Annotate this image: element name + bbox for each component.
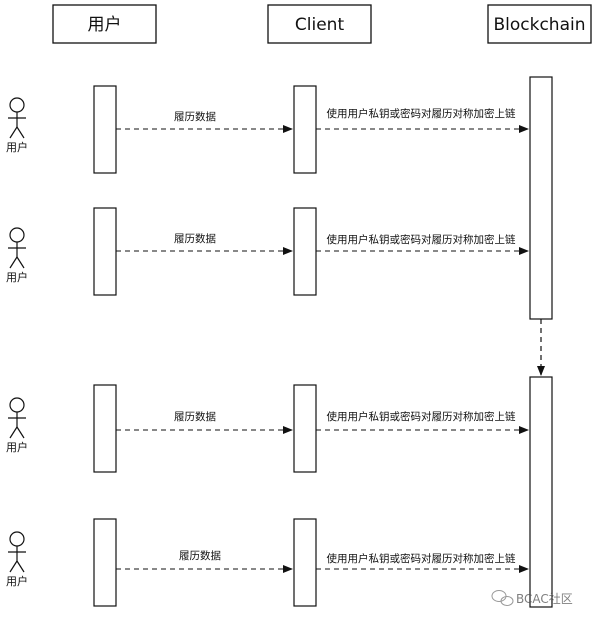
- sequence-row-2: 用户 履历数据 使用用户私钥或密码对履历对称加密上链: [6, 207, 529, 296]
- message-label-client-chain: 使用用户私钥或密码对履历对称加密上链: [327, 552, 516, 565]
- sequence-row-4: 用户 履历数据 使用用户私钥或密码对履历对称加密上链: [6, 518, 529, 607]
- message-label-client-chain: 使用用户私钥或密码对履历对称加密上链: [327, 107, 516, 120]
- actor-label: 用户: [6, 140, 28, 154]
- message-label-user-client: 履历数据: [174, 232, 216, 245]
- user-activation-bar: [93, 518, 117, 607]
- user-activation-bar: [93, 207, 117, 296]
- actor-label: 用户: [6, 440, 28, 454]
- participant-user-label: 用户: [88, 15, 122, 35]
- actor-label: 用户: [6, 270, 28, 284]
- stick-figure-icon: [8, 227, 26, 269]
- client-activation-bar: [293, 518, 317, 607]
- watermark: BCAC社区: [491, 590, 573, 606]
- blockchain-activation-bar-bottom: [529, 376, 553, 608]
- participant-blockchain-label: Blockchain: [493, 15, 585, 35]
- participant-client: Client: [267, 4, 372, 44]
- message-label-user-client: 履历数据: [174, 410, 216, 423]
- watermark-text: BCAC社区: [516, 591, 573, 606]
- user-activation-bar: [93, 384, 117, 473]
- blockchain-activation-bar-top: [529, 76, 553, 320]
- participant-client-label: Client: [295, 15, 345, 35]
- message-label-client-chain: 使用用户私钥或密码对履历对称加密上链: [327, 410, 516, 423]
- sequence-row-3: 用户 履历数据 使用用户私钥或密码对履历对称加密上链: [6, 384, 529, 473]
- user-activation-bar: [93, 85, 117, 174]
- participant-user: 用户: [52, 4, 157, 44]
- actor-label: 用户: [6, 574, 28, 588]
- client-activation-bar: [293, 85, 317, 174]
- participant-blockchain: Blockchain: [487, 4, 592, 44]
- sequence-row-1: 用户 履历数据 使用用户私钥或密码对履历对称加密上链: [6, 85, 529, 174]
- message-label-client-chain: 使用用户私钥或密码对履历对称加密上链: [327, 233, 516, 246]
- message-label-user-client: 履历数据: [179, 549, 221, 562]
- stick-figure-icon: [8, 531, 26, 573]
- stick-figure-icon: [8, 397, 26, 439]
- message-label-user-client: 履历数据: [174, 110, 216, 123]
- client-activation-bar: [293, 207, 317, 296]
- wechat-icon: [491, 590, 514, 606]
- stick-figure-icon: [8, 97, 26, 139]
- client-activation-bar: [293, 384, 317, 473]
